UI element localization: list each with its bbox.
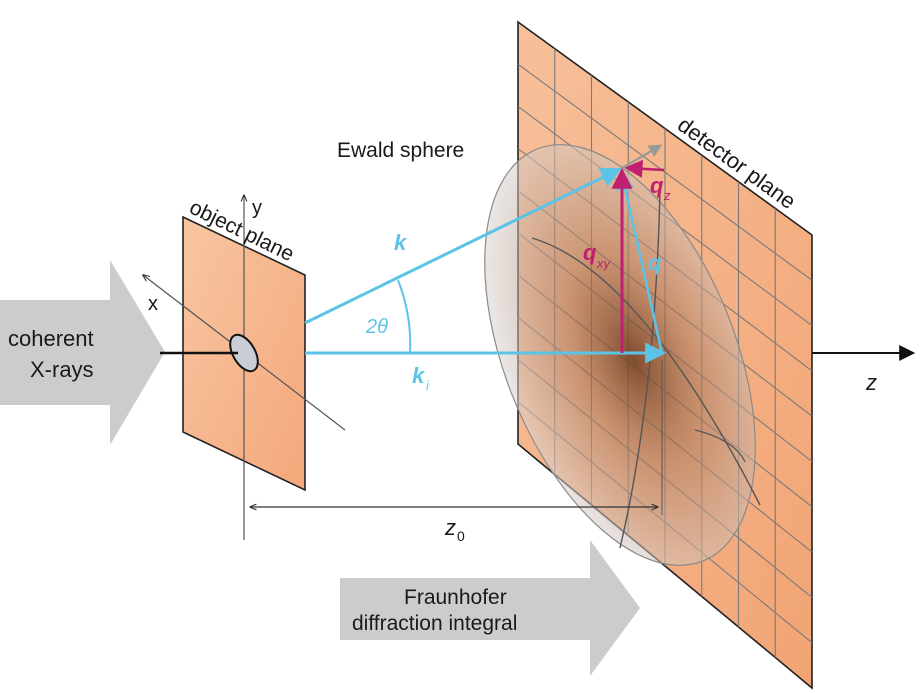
fraunhofer-line2: diffraction integral bbox=[352, 612, 517, 635]
object-plane: y x object plane bbox=[143, 195, 346, 540]
two-theta-arc bbox=[397, 279, 412, 354]
q-vector bbox=[616, 171, 664, 354]
two-theta-label: 2θ bbox=[365, 316, 388, 338]
z0-label: z bbox=[444, 515, 456, 540]
ki-subscript: i bbox=[426, 378, 430, 393]
z0-distance: z 0 bbox=[250, 360, 663, 544]
x-axis-label: x bbox=[148, 293, 158, 315]
z0-subscript: 0 bbox=[457, 528, 465, 544]
detector-grid-row-line bbox=[517, 63, 813, 281]
aperture bbox=[229, 333, 259, 373]
k-label: k bbox=[394, 230, 408, 255]
qz-label: q bbox=[650, 173, 664, 198]
qxy-label: q bbox=[583, 240, 597, 265]
k-vector bbox=[304, 167, 622, 325]
fraunhofer-line1: Fraunhofer bbox=[404, 586, 507, 609]
detector-normal-arrow bbox=[621, 144, 663, 169]
ewald-sphere-label: Ewald sphere bbox=[337, 139, 464, 162]
qz-vector bbox=[624, 159, 665, 178]
z-axis-label: z bbox=[865, 370, 877, 395]
y-axis-label: y bbox=[252, 197, 262, 219]
coherent-xrays-arrow: coherent X-rays bbox=[0, 260, 165, 445]
fraunhofer-arrow: Fraunhofer diffraction integral bbox=[340, 540, 640, 676]
coherent-label: coherent bbox=[8, 326, 94, 351]
scattering-components: q xy q z bbox=[583, 144, 671, 353]
q-label: q bbox=[648, 250, 662, 275]
sphere-meridian-1 bbox=[531, 237, 761, 506]
ki-label: k bbox=[412, 363, 426, 388]
qz-subscript: z bbox=[663, 188, 671, 203]
xrays-label: X-rays bbox=[30, 357, 94, 382]
sphere-meridian-3 bbox=[694, 429, 746, 463]
qxy-subscript: xy bbox=[596, 256, 612, 271]
wavevectors: k k i 2θ q bbox=[304, 167, 667, 393]
